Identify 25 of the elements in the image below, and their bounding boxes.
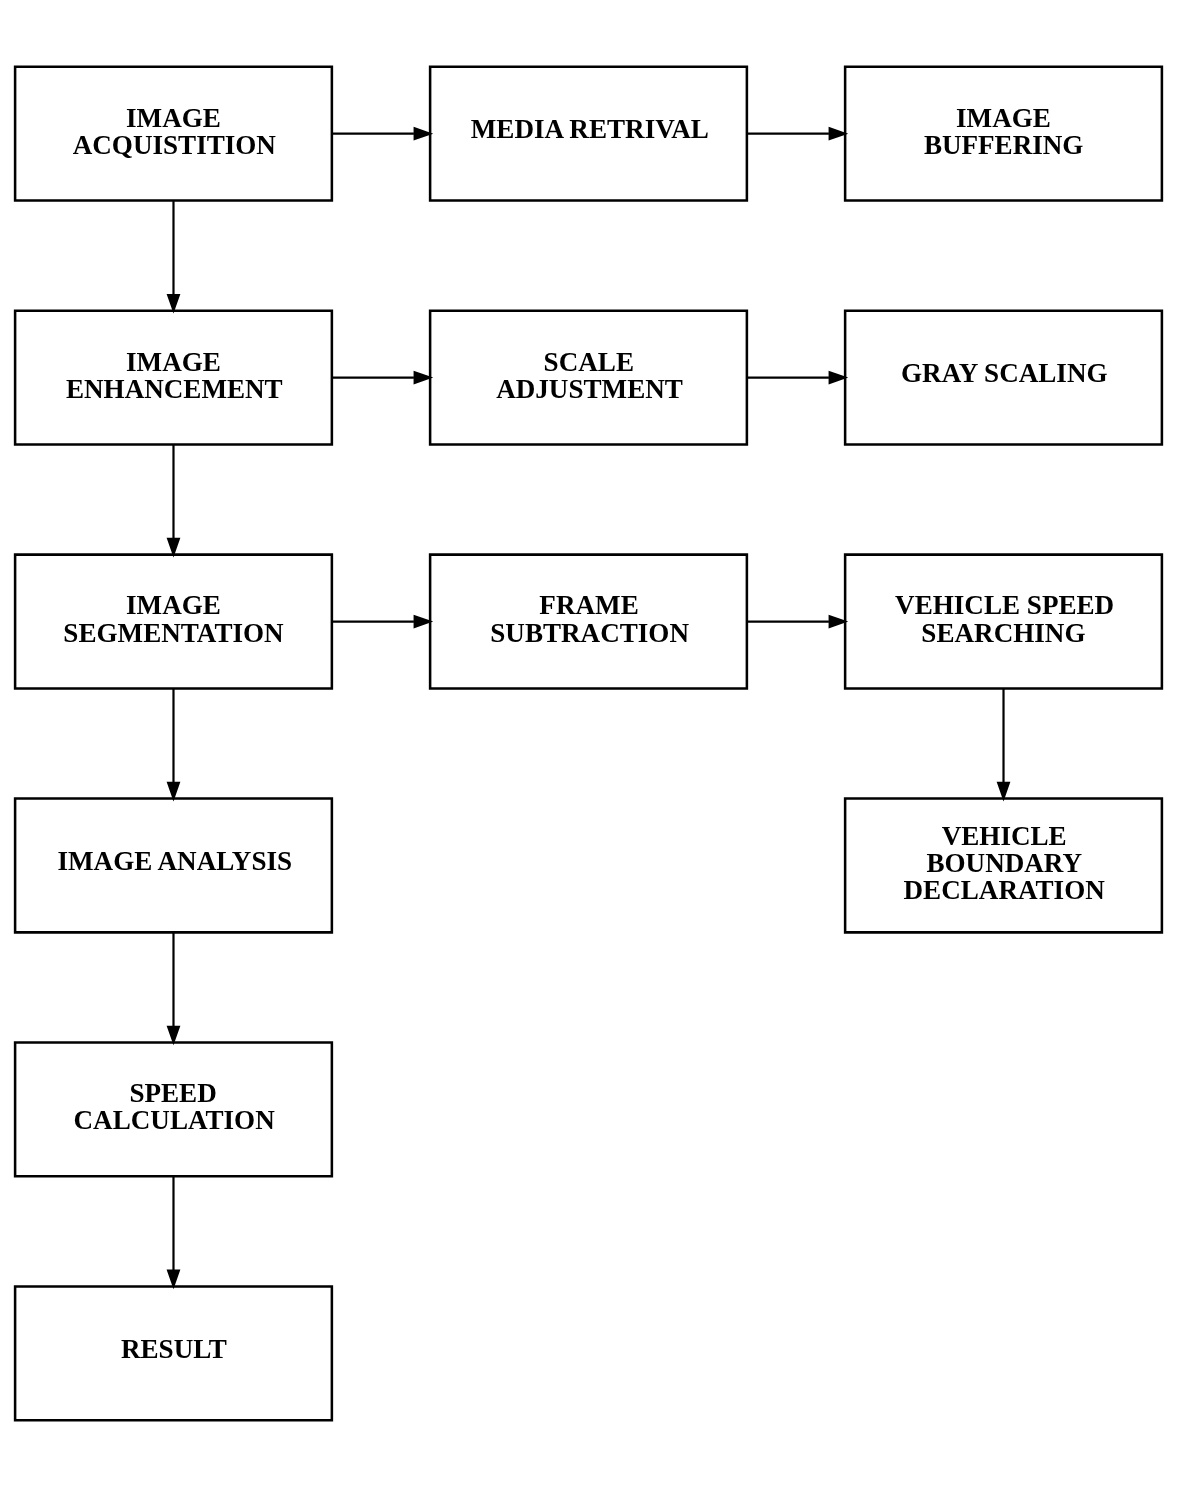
node-box: VEHICLE SPEED SEARCHING: [843, 553, 1164, 690]
node-box: IMAGE ACQUISTITION: [13, 65, 334, 202]
arrow: [332, 614, 434, 629]
arrow: [166, 932, 181, 1046]
arrow: [996, 688, 1011, 802]
node-box: FRAME SUBTRACTION: [428, 553, 749, 690]
arrow: [747, 126, 849, 141]
node-box: IMAGE ANALYSIS: [13, 797, 334, 934]
node-box: GRAY SCALING: [843, 309, 1164, 446]
node-box: SCALE ADJUSTMENT: [428, 309, 749, 446]
node-box: IMAGE BUFFERING: [843, 65, 1164, 202]
node-box: SPEED CALCULATION: [13, 1041, 334, 1178]
node-box: VEHICLE BOUNDARY DECLARATION: [843, 797, 1164, 934]
node-box: IMAGE SEGMENTATION: [13, 553, 334, 690]
node-box: RESULT: [13, 1285, 334, 1422]
arrow: [166, 688, 181, 802]
node-box: MEDIA RETRIVAL: [428, 65, 749, 202]
arrow: [166, 201, 181, 314]
arrow: [332, 370, 434, 385]
arrow: [166, 445, 181, 558]
arrow: [166, 1176, 181, 1290]
node-box: IMAGE ENHANCEMENT: [13, 309, 334, 446]
arrow: [747, 370, 849, 385]
arrow: [747, 614, 849, 629]
arrow: [332, 126, 434, 141]
